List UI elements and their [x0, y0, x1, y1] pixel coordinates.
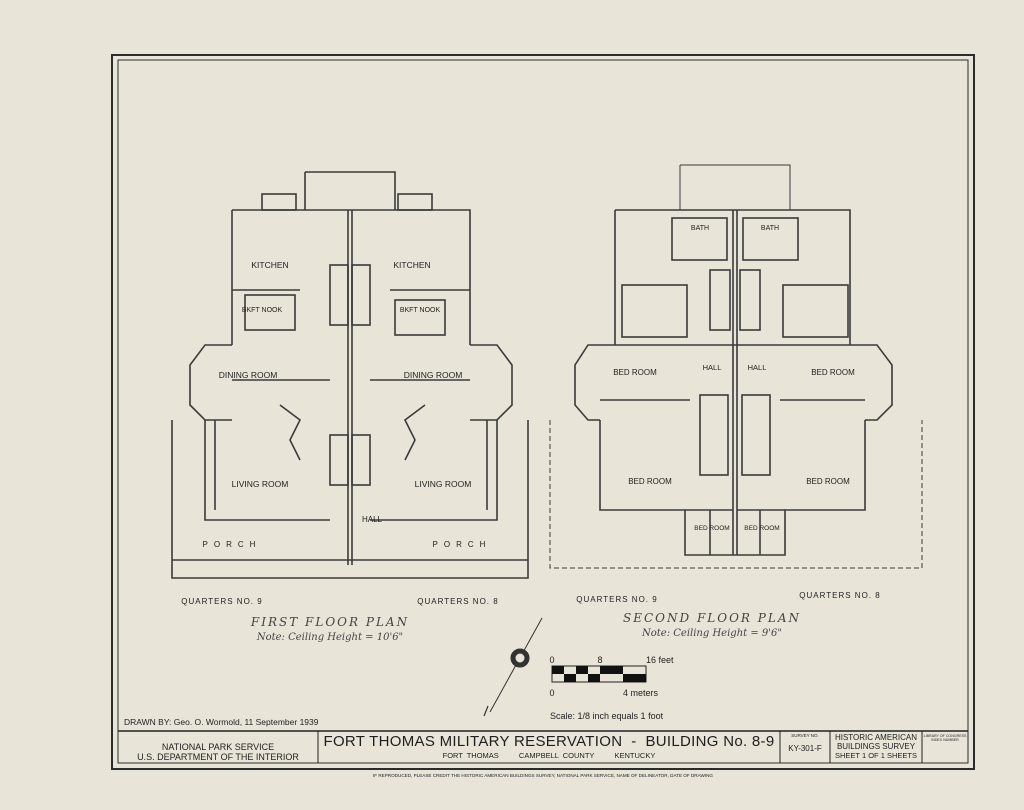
scale-tick-meters: 0 [549, 688, 554, 698]
drawing-title: FORT THOMAS MILITARY RESERVATION - BUILD… [323, 733, 775, 750]
survey-cell: SURVEY NO. KY-301-F [780, 733, 830, 753]
location-line: FORT THOMAS CAMPBELL COUNTY KENTUCKY [318, 751, 780, 760]
loc-cell: LIBRARY OF CONGRESS INDEX NUMBER [922, 734, 968, 742]
location-state: KENTUCKY [614, 751, 656, 760]
outer-border [111, 54, 975, 770]
footer-note: IF REPRODUCED, PLEASE CREDIT THE HISTORI… [373, 773, 713, 778]
room-label: BED ROOM [628, 477, 672, 486]
room-label: HALL [748, 363, 767, 372]
quarters-label: QUARTERS NO. 8 [417, 597, 498, 606]
room-label: BED ROOM [811, 368, 855, 377]
drawn-by: DRAWN BY: Geo. O. Wormold, 11 September … [124, 717, 319, 727]
scale-text: Scale: 1/8 inch equals 1 foot [550, 711, 664, 721]
loc-label-1: LIBRARY OF CONGRESS [923, 734, 967, 738]
room-label: LIVING ROOM [415, 479, 472, 489]
first-floor-plan [171, 171, 529, 579]
second-floor-title: SECOND FLOOR PLAN [623, 611, 801, 625]
room-label: BKFT NOOK [242, 307, 283, 314]
room-label: HALL [703, 363, 722, 372]
room-label: KITCHEN [251, 260, 288, 270]
survey-label: SURVEY NO. [791, 733, 819, 738]
scale-bar: 0 8 16 feet 0 4 meters Scale: 1/8 inch e… [549, 655, 674, 721]
room-label: BKFT NOOK [400, 307, 441, 314]
loc-label-2: INDEX NUMBER [931, 738, 959, 742]
first-floor-title: FIRST FLOOR PLAN [250, 615, 409, 629]
quarters-label: QUARTERS NO. 9 [181, 597, 262, 606]
room-label: BED ROOM [806, 477, 850, 486]
room-label: BATH [691, 225, 709, 232]
room-label: BATH [761, 225, 779, 232]
scale-tick-feet: 8 [597, 655, 602, 665]
first-floor-note: Note: Ceiling Height = 10'6" [256, 632, 403, 643]
room-label: BED ROOM [694, 525, 729, 532]
quarters-label: QUARTERS NO. 9 [576, 595, 657, 604]
program-cell: HISTORIC AMERICAN BUILDINGS SURVEY SHEET… [830, 733, 922, 760]
location-city: FORT THOMAS [442, 751, 499, 760]
room-label: BED ROOM [744, 525, 779, 532]
agency-line2: U.S. DEPARTMENT OF THE INTERIOR [137, 752, 299, 762]
room-label: LIVING ROOM [232, 479, 289, 489]
program-line2: BUILDINGS SURVEY [836, 742, 916, 751]
second-floor-note: Note: Ceiling Height = 9'6" [641, 628, 782, 639]
room-label: HALL [362, 515, 383, 524]
agency-cell: NATIONAL PARK SERVICE U.S. DEPARTMENT OF… [118, 742, 318, 776]
sheet-number: SHEET 1 OF 1 SHEETS [835, 751, 917, 760]
scale-tick-feet: 16 feet [646, 655, 674, 665]
room-label: PORCH [203, 540, 262, 549]
agency-line1: NATIONAL PARK SERVICE [161, 742, 275, 752]
title-cell: FORT THOMAS MILITARY RESERVATION - BUILD… [318, 733, 780, 760]
second-floor-plan [549, 164, 923, 569]
location-county: CAMPBELL COUNTY [518, 751, 595, 760]
quarters-label: QUARTERS NO. 8 [799, 591, 880, 600]
room-label: DINING ROOM [219, 370, 278, 380]
scale-tick-meters: 4 meters [623, 688, 659, 698]
program-line1: HISTORIC AMERICAN [834, 733, 918, 742]
inner-border [117, 59, 969, 764]
survey-number: KY-301-F [788, 744, 822, 753]
room-label: KITCHEN [393, 260, 430, 270]
north-arrow-icon [483, 617, 543, 717]
scale-tick-feet: 0 [549, 655, 554, 665]
second-floor-labels: BATH BATH BED ROOM BED ROOM BED ROOM BED… [576, 225, 880, 639]
room-label: BED ROOM [613, 368, 657, 377]
first-floor-labels: KITCHEN KITCHEN BKFT NOOK BKFT NOOK DINI… [181, 260, 498, 643]
room-label: PORCH [433, 540, 492, 549]
title-block-frame [118, 730, 968, 763]
room-label: DINING ROOM [404, 370, 463, 380]
